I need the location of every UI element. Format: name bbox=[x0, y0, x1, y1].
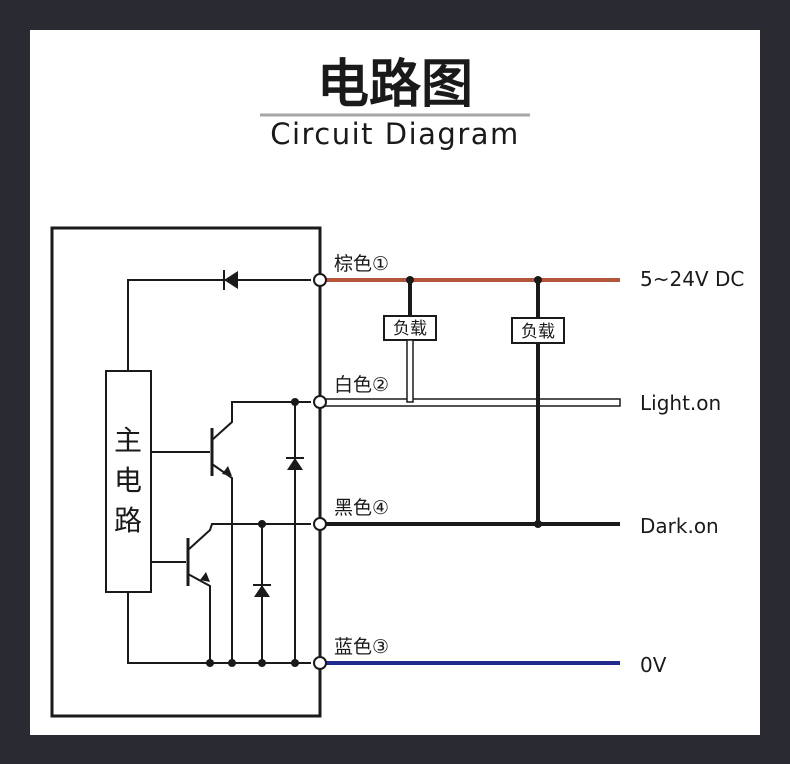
load-1-wire-bottom bbox=[406, 339, 414, 403]
main-circuit-box bbox=[105, 370, 152, 593]
destination-zero-volt: 0V bbox=[640, 653, 667, 677]
main-circuit-label-2: 电 bbox=[114, 464, 142, 497]
wire-label-white: 白色② bbox=[334, 374, 389, 396]
title-english: Circuit Diagram bbox=[270, 117, 520, 151]
clamp-diode-2-icon bbox=[254, 585, 270, 597]
destination-supply: 5~24V DC bbox=[640, 267, 744, 291]
load-1-junction-dot bbox=[406, 276, 414, 284]
wire-label-blue: 蓝色③ bbox=[334, 636, 389, 658]
clamp-diode-1-icon bbox=[287, 458, 303, 470]
internal-wiring bbox=[127, 279, 311, 664]
destination-light-on: Light.on bbox=[640, 391, 721, 415]
wire-white bbox=[319, 398, 621, 407]
main-circuit-label-1: 主 bbox=[114, 424, 142, 457]
terminal-white bbox=[313, 395, 327, 409]
load-1-box bbox=[383, 315, 437, 341]
sensor-enclosure bbox=[50, 226, 322, 718]
load-2-junction-top-dot bbox=[534, 276, 542, 284]
transistor-2-arrow-icon bbox=[200, 572, 210, 582]
load-2-box bbox=[511, 317, 565, 344]
title-chinese: 电路图 bbox=[317, 55, 473, 115]
terminal-blue bbox=[313, 656, 327, 670]
load-2-junction-bottom-dot bbox=[534, 520, 542, 528]
wire-label-brown: 棕色① bbox=[334, 253, 389, 275]
terminals bbox=[313, 273, 327, 670]
main-circuit-label-3: 路 bbox=[114, 504, 142, 537]
junction-dots bbox=[206, 398, 299, 667]
load-1-label: 负载 bbox=[393, 319, 427, 339]
transistor-1-arrow-icon bbox=[222, 466, 232, 476]
wire-label-black: 黑色④ bbox=[334, 497, 389, 519]
load-2-label: 负载 bbox=[521, 322, 555, 342]
terminal-black bbox=[313, 517, 327, 531]
terminal-brown bbox=[313, 273, 327, 287]
supply-diode-icon bbox=[224, 271, 238, 289]
destination-dark-on: Dark.on bbox=[640, 514, 719, 538]
